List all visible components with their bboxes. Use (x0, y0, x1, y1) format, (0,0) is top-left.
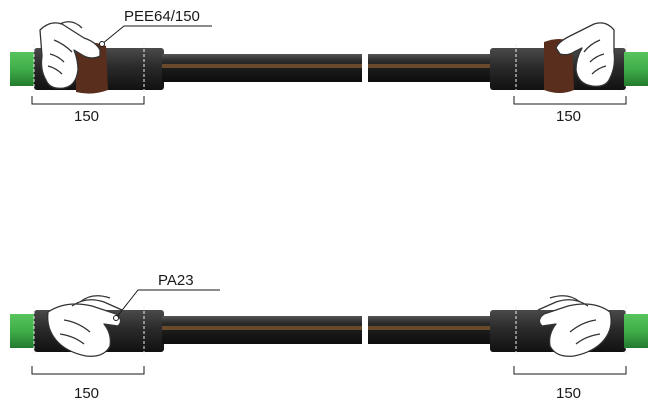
top-right-dimension-bracket (513, 96, 627, 105)
top-right-dimension-label: 150 (556, 108, 581, 125)
bottom-material-label: PA23 (158, 272, 194, 289)
top-right-green-pipe (624, 52, 648, 86)
bottom-right-dimension-label: 150 (556, 385, 581, 402)
top-assembly: PEE64/150 150 150 (10, 8, 648, 125)
top-left-dimension-bracket (31, 96, 145, 105)
hand-wrapping-tape-icon (555, 22, 616, 87)
bottom-assembly: PA23 150 150 (10, 272, 648, 402)
bottom-left-dimension-label: 150 (74, 385, 99, 402)
bottom-callout-leader (115, 289, 220, 319)
bottom-right-dimension-bracket (513, 366, 627, 375)
bottom-left-dimension-bracket (31, 366, 145, 375)
hand-wrapping-tape-icon (39, 21, 101, 89)
top-callout-leader (101, 25, 212, 45)
hands-pressing-tape-icon (537, 295, 612, 357)
top-left-dimension-label: 150 (74, 108, 99, 125)
bottom-right-green-pipe (624, 314, 648, 348)
hands-pressing-tape-icon (47, 295, 123, 357)
top-material-label: PEE64/150 (124, 8, 200, 25)
bottom-left-green-pipe (10, 314, 38, 348)
top-left-green-pipe (10, 52, 38, 86)
